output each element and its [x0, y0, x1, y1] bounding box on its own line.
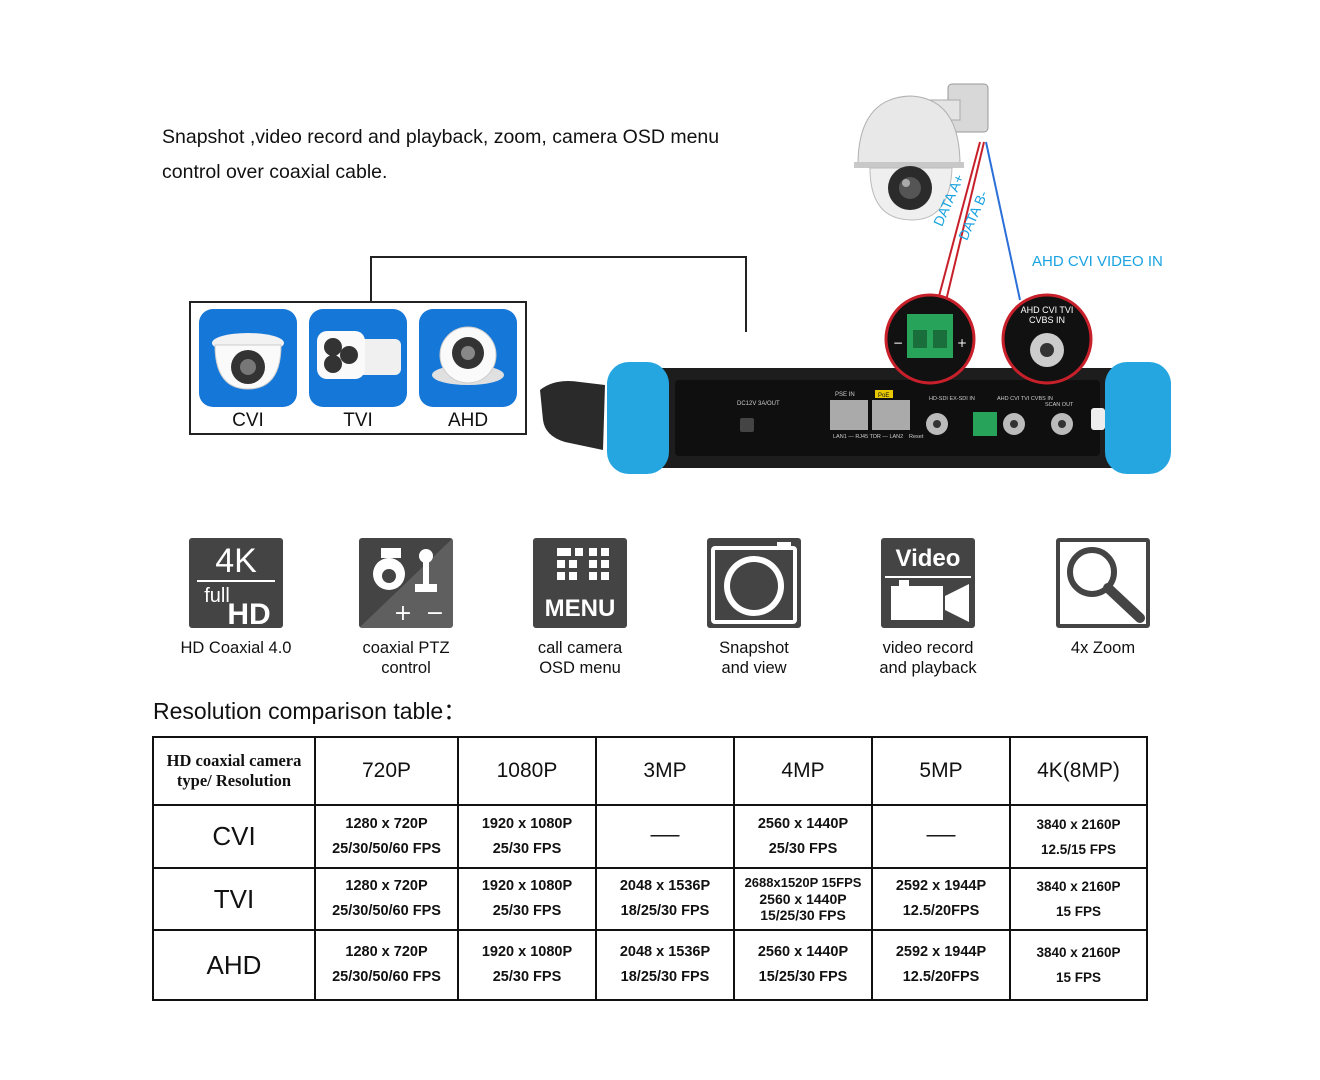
camera-type-label: TVI	[343, 410, 373, 431]
tester-device: DC12V 3A/OUT PSE IN PoE LAN1 — RJ45 TDR …	[540, 362, 1171, 474]
camera-type-cvi: CVI	[199, 309, 297, 432]
feature-caption-2: and view	[721, 659, 787, 677]
scan-out-label: SCAN OUT	[1045, 402, 1074, 408]
dome-camera-icon	[199, 309, 297, 407]
feature-caption-2: control	[381, 659, 431, 677]
svg-text:−: −	[893, 336, 903, 350]
row-header: AHD	[152, 929, 316, 1001]
column-header: 4MP	[733, 736, 873, 806]
feature-ptz: + − coaxial PTZ control	[321, 538, 491, 678]
snapshot-icon	[707, 538, 801, 628]
intro-line-2: control over coaxial cable.	[162, 161, 388, 183]
ptz-camera-icon	[854, 83, 989, 221]
feature-caption-1: Snapshot	[719, 639, 789, 657]
feature-osd-menu: MENU call camera OSD menu	[495, 538, 665, 678]
column-header: 1080P	[457, 736, 597, 806]
table-header-row: HD coaxial camera type/ Resolution 720P …	[152, 736, 1148, 806]
intro-line-1: Snapshot ,video record and playback, zoo…	[162, 126, 720, 148]
ahd-port-label: AHD CVI TVI CVBS IN	[997, 396, 1053, 402]
column-header: 3MP	[595, 736, 735, 806]
camera-type-tvi: TVI	[309, 309, 407, 432]
column-header: 4K(8MP)	[1009, 736, 1148, 806]
connector-line-left	[370, 256, 372, 302]
feature-zoom: 4x Zoom	[1018, 538, 1188, 658]
bnc-circle-label-2: CVBS IN	[1029, 315, 1065, 325]
menu-icon: MENU	[533, 538, 627, 628]
bullet-camera-icon	[309, 309, 407, 407]
feature-caption-1: call camera	[537, 639, 623, 657]
pse-label: PSE IN	[835, 392, 855, 398]
dc-port-label: DC12V 3A/OUT	[737, 401, 780, 407]
bnc-circle-label-1: AHD CVI TVI	[1021, 305, 1074, 315]
camera-type-label: AHD	[447, 410, 489, 431]
feature-caption-2: OSD menu	[539, 659, 621, 677]
feature-caption-1: video record	[882, 639, 974, 657]
camera-type-label: CVI	[232, 410, 264, 431]
badge-hd: HD	[227, 598, 270, 628]
feature-caption: HD Coaxial 4.0	[180, 639, 292, 657]
table-title: Resolution comparison table：	[153, 698, 467, 724]
svg-text:+: +	[957, 336, 967, 350]
badge-full: full	[204, 585, 230, 607]
feature-caption-1: coaxial PTZ	[362, 639, 450, 657]
table-corner-cell: HD coaxial camera type/ Resolution	[152, 736, 316, 806]
intro-text: Snapshot ,video record and playback, zoo…	[162, 120, 782, 190]
ahd-cvi-video-in-label: AHD CVI VIDEO IN	[1032, 253, 1163, 270]
poe-label: PoE	[878, 393, 889, 399]
4k-full-hd-icon: 4K full HD	[189, 538, 283, 628]
zoom-icon	[1056, 538, 1150, 628]
connector-line-top	[370, 256, 747, 258]
camera-type-box: CVI TVI AHD	[189, 301, 527, 435]
badge-menu: MENU	[545, 595, 616, 622]
badge-4k: 4K	[215, 542, 257, 580]
feature-hd-coaxial: 4K full HD HD Coaxial 4.0	[151, 538, 321, 658]
hdsdi-label: HD-SDI EX-SDI IN	[929, 396, 975, 402]
lan-label: LAN1 — RJ45 TDR — LAN2	[833, 434, 903, 440]
bnc-zoom-circle: AHD CVI TVI CVBS IN	[1001, 293, 1093, 385]
connector-line-right	[745, 256, 747, 332]
feature-video-record: Video video record and playback	[843, 538, 1013, 678]
feature-caption-2: and playback	[879, 659, 977, 677]
row-header: CVI	[152, 804, 316, 869]
row-header: TVI	[152, 867, 316, 931]
video-record-icon: Video	[881, 538, 975, 628]
table-cell-empty: ——	[871, 804, 1011, 869]
badge-video: Video	[896, 545, 961, 572]
reset-label: Reset	[909, 434, 924, 440]
feature-snapshot: Snapshot and view	[669, 538, 839, 678]
terminal-zoom-circle: − +	[884, 293, 976, 385]
column-header: 720P	[314, 736, 459, 806]
camera-wires	[937, 141, 1021, 306]
ptz-control-icon: + −	[359, 538, 453, 628]
svg-text:+: +	[394, 601, 412, 626]
camera-type-ahd: AHD	[419, 309, 517, 432]
svg-text:−: −	[426, 601, 444, 626]
resolution-table: HD coaxial camera type/ Resolution 720P …	[152, 736, 1148, 1001]
corner-line-1: HD coaxial camera	[166, 751, 302, 770]
column-header: 5MP	[871, 736, 1011, 806]
table-cell-empty: ——	[595, 804, 735, 869]
corner-line-2: type/ Resolution	[176, 771, 292, 790]
feature-caption: 4x Zoom	[1070, 639, 1136, 657]
turret-camera-icon	[419, 309, 517, 407]
